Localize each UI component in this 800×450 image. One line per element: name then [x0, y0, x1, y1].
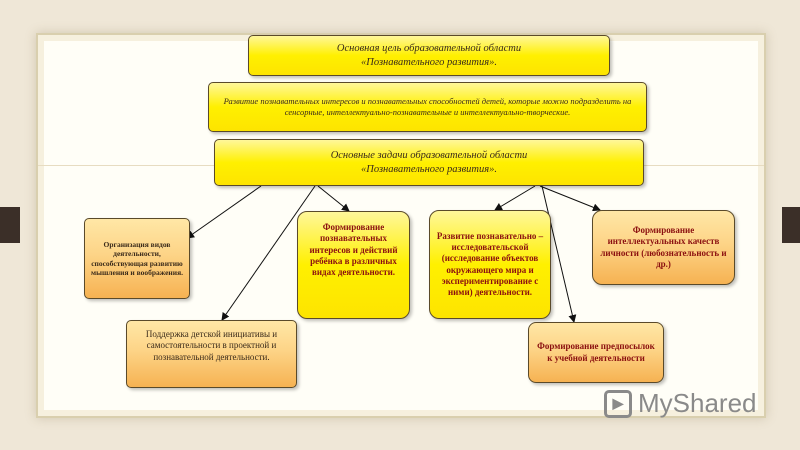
task-research-text: Развитие познавательно – исследовательск… — [436, 230, 544, 297]
arrow-to-learning — [541, 185, 577, 323]
goal-description-text: Развитие познавательных интересов и позн… — [223, 96, 632, 117]
tasks-header-line1: Основные задачи образовательной области — [330, 150, 528, 162]
task-interests-text: Формирование познавательных интересов и … — [309, 222, 398, 277]
goal-title-line1: Основная цель образовательной области — [336, 43, 522, 55]
goal-box: Основная цель образовательной области «П… — [248, 35, 610, 76]
task-support-box: Поддержка детской инициативы и самостоят… — [126, 320, 297, 388]
tasks-header-box: Основные задачи образовательной области … — [214, 139, 644, 186]
watermark-logo: ▶ MyShared — [604, 388, 757, 419]
arrow-to-research — [494, 185, 536, 211]
play-logo-icon: ▶ — [604, 389, 632, 418]
task-intellect-text: Формирование интеллектуальных качеств ли… — [600, 225, 727, 269]
task-intellect-box: Формирование интеллектуальных качеств ли… — [592, 210, 735, 285]
task-learning-box: Формирование предпосылок к учебной деяте… — [528, 322, 664, 383]
task-interests-box: Формирование познавательных интересов и … — [297, 211, 410, 319]
watermark-text: MyShared — [638, 388, 757, 418]
task-organization-box: Организация видов деятельности, способст… — [84, 218, 190, 299]
left-side-bar — [0, 207, 20, 243]
task-support-text: Поддержка детской инициативы и самостоят… — [145, 329, 278, 362]
goal-title-line2: «Познавательного развития». — [361, 56, 497, 68]
task-research-box: Развитие познавательно – исследовательск… — [429, 210, 551, 319]
task-organization-text: Организация видов деятельности, способст… — [90, 239, 184, 277]
goal-description-box: Развитие познавательных интересов и позн… — [208, 82, 647, 132]
arrow-to-interests — [317, 185, 350, 212]
task-learning-text: Формирование предпосылок к учебной деяте… — [537, 341, 655, 363]
arrow-to-organization — [186, 185, 262, 239]
right-side-bar — [782, 207, 800, 243]
arrow-to-support — [221, 185, 316, 321]
arrow-to-intellect — [539, 185, 601, 212]
tasks-header-line2: «Познавательного развития». — [361, 163, 497, 175]
